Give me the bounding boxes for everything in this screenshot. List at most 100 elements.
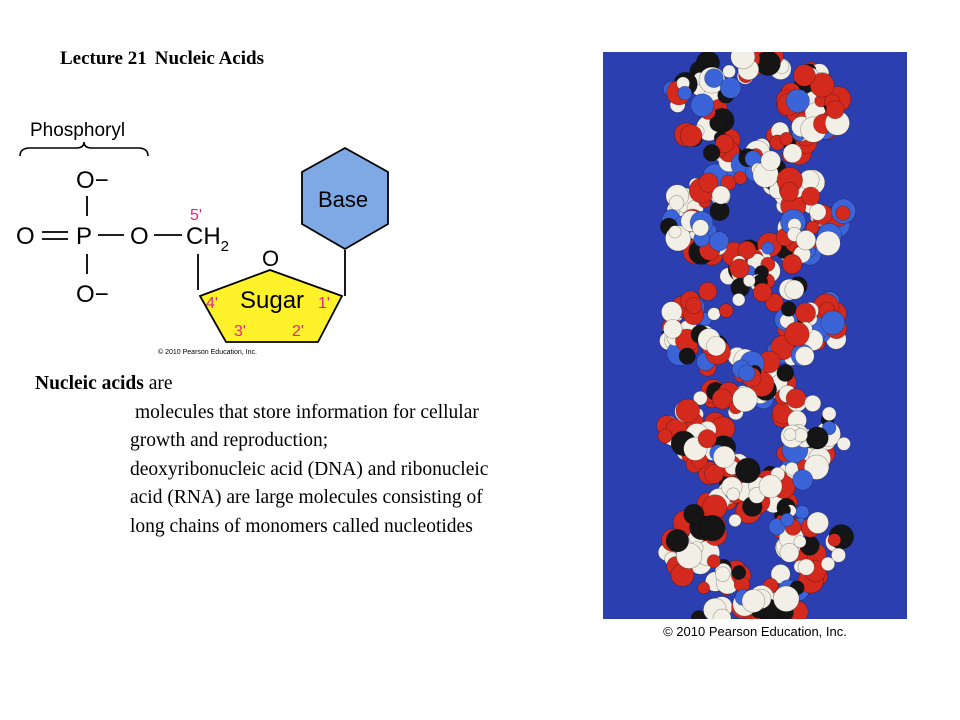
- atom-sphere: [704, 464, 724, 484]
- atom-sphere: [765, 293, 784, 313]
- sugar-label: Sugar: [240, 287, 304, 314]
- term-nucleic-acids: Nucleic acids: [35, 373, 144, 394]
- position-3-prime: 3': [234, 323, 246, 340]
- atom-sphere: [793, 535, 807, 549]
- atom-sphere: [805, 426, 829, 450]
- atom-sphere: [779, 132, 794, 146]
- atom-sphere: [773, 585, 800, 612]
- atom-sphere: [795, 302, 816, 324]
- atom-sphere: [698, 281, 718, 301]
- atom-sphere: [737, 240, 757, 260]
- atom-sphere: [719, 77, 742, 99]
- base-label: Base: [318, 187, 368, 212]
- dna-photo-background: [603, 52, 907, 619]
- atom-sphere: [801, 186, 821, 206]
- atom-sphere: [697, 581, 710, 595]
- atom-sphere: [797, 558, 815, 576]
- atom-sphere: [820, 310, 846, 336]
- atom-sphere: [714, 566, 731, 582]
- atom-sphere: [683, 503, 705, 525]
- o-link: O: [130, 223, 149, 250]
- atom-sphere: [793, 64, 816, 87]
- title-lecture-number: Lecture 21: [60, 48, 147, 69]
- phosphoryl-label: Phosphoryl: [30, 120, 125, 141]
- atom-sphere: [692, 219, 710, 237]
- atom-sphere: [657, 428, 673, 444]
- sugar-ring: [198, 269, 344, 343]
- atom-sphere: [715, 134, 735, 154]
- atom-sphere: [761, 241, 775, 255]
- atom-sphere: [827, 533, 842, 547]
- title-topic: Nucleic Acids: [154, 48, 264, 69]
- atom-sphere: [758, 474, 783, 499]
- o-minus-bottom: O−: [76, 281, 109, 308]
- atom-sphere: [722, 64, 736, 79]
- atom-sphere: [728, 513, 742, 527]
- dna-model-photo: © 2010 Pearson Education, Inc.: [603, 52, 907, 648]
- position-4-prime: 4': [206, 295, 218, 312]
- photo-copyright: © 2010 Pearson Education, Inc.: [663, 624, 847, 639]
- atom-sphere: [784, 321, 810, 347]
- description-line-5: long chains of monomers called nucleotid…: [130, 515, 473, 537]
- atom-sphere: [707, 307, 721, 321]
- atom-sphere: [760, 150, 781, 172]
- o-minus-top: O−: [76, 167, 109, 194]
- atom-sphere: [782, 254, 803, 275]
- atom-sphere: [733, 171, 748, 185]
- atom-sphere: [702, 144, 721, 162]
- atom-sphere: [780, 512, 795, 527]
- atom-sphere: [732, 293, 746, 307]
- atom-sphere: [785, 88, 810, 113]
- atom-sphere: [735, 457, 761, 484]
- description-lead: Nucleic acids are: [35, 370, 590, 399]
- description-text: Nucleic acids are molecules that store i…: [35, 370, 590, 541]
- atom-sphere: [662, 319, 683, 339]
- atom-sphere: [690, 610, 707, 619]
- atom-sphere: [726, 487, 740, 502]
- atom-sphere: [795, 230, 817, 251]
- atom-sphere: [780, 301, 797, 317]
- atom-sphere: [730, 52, 756, 70]
- description-line-4: acid (RNA) are large molecules consistin…: [130, 487, 483, 508]
- atom-sphere: [752, 282, 772, 302]
- phosphoryl-bracket: [19, 141, 149, 157]
- atom-sphere: [831, 547, 846, 563]
- atom-sphere: [697, 429, 717, 449]
- atom-sphere: [785, 388, 806, 409]
- atom-sphere: [779, 542, 800, 563]
- atom-sphere: [741, 589, 766, 613]
- atom-sphere: [711, 388, 733, 410]
- diagram-copyright: © 2010 Pearson Education, Inc.: [158, 348, 257, 356]
- atom-sphere: [668, 225, 682, 239]
- atom-sphere: [729, 258, 750, 279]
- atom-sphere: [718, 303, 734, 318]
- description-line-3: deoxyribonucleic acid (DNA) and ribonucl…: [130, 458, 489, 480]
- position-1-prime: 1': [318, 295, 330, 312]
- atom-sphere: [709, 113, 728, 133]
- position-5-prime: 5': [190, 207, 202, 224]
- atom-sphere: [809, 72, 835, 98]
- phosphorus: P: [76, 223, 92, 250]
- atom-sphere: [822, 406, 837, 421]
- atom-sphere: [678, 347, 696, 365]
- atom-sphere: [794, 346, 815, 366]
- atom-sphere: [709, 231, 730, 252]
- atom-sphere: [792, 469, 814, 491]
- description-line-1: molecules that store information for cel…: [135, 401, 479, 423]
- atom-sphere: [711, 185, 731, 205]
- atom-sphere: [712, 608, 732, 619]
- atom-sphere: [677, 85, 693, 101]
- atom-sphere: [825, 100, 845, 120]
- atom-sphere: [809, 203, 827, 221]
- atom-sphere: [836, 436, 851, 451]
- atom-sphere: [693, 390, 708, 406]
- slide-title: Lecture 21 Nucleic Acids: [60, 48, 264, 70]
- atom-sphere: [706, 554, 721, 569]
- lead-rest: are: [143, 373, 173, 394]
- atom-sphere: [806, 511, 829, 534]
- atom-sphere: [706, 336, 727, 357]
- atom-sphere: [782, 143, 803, 164]
- atom-sphere: [690, 93, 715, 118]
- nucleotide-structure-diagram: Phosphoryl O− O P O CH2 O− 5' O Sugar 4'…: [16, 120, 389, 356]
- atom-sphere: [704, 68, 724, 88]
